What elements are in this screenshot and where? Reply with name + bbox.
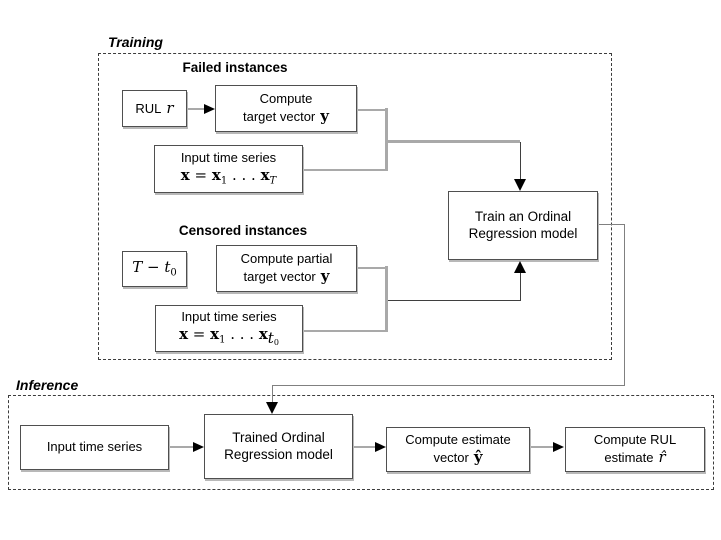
connector-input-censored-out xyxy=(303,330,387,332)
arrowhead-down-icon xyxy=(514,179,526,191)
node-text-line: Compute xyxy=(260,91,313,107)
rul-input-node: RUL r xyxy=(122,90,187,127)
node-text: Compute xyxy=(259,91,313,106)
node-text: Regression model xyxy=(468,225,578,241)
math-y-bold: y xyxy=(320,267,330,286)
node-text-line: Input time series xyxy=(181,150,276,166)
node-text: Trained Ordinal xyxy=(232,429,325,445)
connector-failed-to-train xyxy=(388,140,520,143)
connector-estimate-to-rul xyxy=(530,446,554,448)
connector-censored-train-rise xyxy=(520,273,521,301)
inference-section-label: Inference xyxy=(16,377,79,393)
connector-trained-to-estimate xyxy=(353,446,376,448)
connector-train-out-left xyxy=(272,385,625,386)
math-sub-t0: t0 xyxy=(268,329,279,347)
math-x-bold: x xyxy=(180,166,190,185)
math-dots: . . . xyxy=(227,166,261,185)
compute-partial-target-vector-node: Compute partial target vector y xyxy=(216,245,357,292)
inference-input-time-series-node: Input time series xyxy=(20,425,169,470)
math-sub-T: T xyxy=(269,175,277,187)
node-text: Train an Ordinal xyxy=(474,208,572,224)
math-T: T xyxy=(132,257,143,276)
math-sub-1: 1 xyxy=(220,175,228,187)
math-equals: = xyxy=(188,325,211,344)
connector-compute-partial-out xyxy=(357,267,387,269)
node-text: Compute partial xyxy=(240,251,333,266)
arrowhead-right-icon xyxy=(204,104,215,114)
math-dots: . . . xyxy=(225,325,259,344)
arrowhead-down-icon xyxy=(266,402,278,414)
inference-section-box xyxy=(8,395,714,490)
censored-instances-heading: Censored instances xyxy=(178,223,308,238)
math-subsub-0: 0 xyxy=(273,337,279,347)
math-equals: = xyxy=(189,166,212,185)
node-text: Input time series xyxy=(46,439,143,455)
node-text-line: target vector y xyxy=(244,267,330,286)
math-y-bold: y xyxy=(320,107,329,126)
connector-input-to-trained xyxy=(169,446,194,448)
connector-censored-to-train xyxy=(388,300,520,301)
math-r-hat: r̂ xyxy=(658,448,666,467)
arrowhead-right-icon xyxy=(193,442,204,452)
connector-train-out-right xyxy=(598,224,625,225)
connector-input-failed-out xyxy=(303,169,387,171)
math-y-hat-bold: ŷ xyxy=(473,448,483,467)
trained-ordinal-regression-node: Trained Ordinal Regression model xyxy=(204,414,353,479)
math-x-bold: x xyxy=(260,166,270,185)
node-text-line: Compute partial xyxy=(241,251,333,267)
input-time-series-censored-node: Input time series x = x1 . . . xt0 xyxy=(155,305,303,352)
math-x-bold: x xyxy=(211,166,221,185)
math-expression-censored: x = x1 . . . xt0 xyxy=(179,325,279,348)
connector-rul-to-compute xyxy=(187,108,206,110)
node-text: Regression model xyxy=(224,446,333,462)
compute-estimate-vector-node: Compute estimate vector ŷ xyxy=(386,427,530,472)
math-sub-1: 1 xyxy=(219,334,226,346)
node-text: target vector xyxy=(243,269,316,285)
math-r: r xyxy=(166,99,174,118)
rul-label-line: RUL r xyxy=(135,99,173,118)
math-t: t xyxy=(164,257,171,276)
node-text: vector xyxy=(433,450,469,466)
math-x-bold: x xyxy=(210,325,220,344)
connector-censored-merge-bar xyxy=(385,266,388,332)
node-text: Compute RUL xyxy=(593,432,677,447)
node-text: Input time series xyxy=(181,309,277,325)
math-x-bold: x xyxy=(258,325,268,344)
math-sub-t: t xyxy=(267,328,274,347)
arrowhead-right-icon xyxy=(375,442,386,452)
node-text-line: target vector y xyxy=(243,107,329,126)
compute-target-vector-node: Compute target vector y xyxy=(215,85,357,132)
connector-train-into-inference xyxy=(272,385,273,402)
math-minus: − xyxy=(142,257,165,276)
connector-failed-train-drop xyxy=(520,142,521,179)
arrowhead-right-icon xyxy=(553,442,564,452)
connector-compute-target-out xyxy=(356,109,387,111)
node-text: estimate xyxy=(604,450,654,466)
rul-text: RUL xyxy=(135,101,162,117)
failed-instances-heading: Failed instances xyxy=(182,60,288,75)
math-expression-horizon: T − t0 xyxy=(132,258,177,280)
math-expression-failed: x = x1 . . . xT xyxy=(181,166,276,188)
input-time-series-failed-node: Input time series x = x1 . . . xT xyxy=(154,145,303,193)
node-text: Compute estimate xyxy=(405,432,511,447)
node-text: Input time series xyxy=(180,149,277,165)
math-x-bold: x xyxy=(179,325,189,344)
training-section-label: Training xyxy=(108,34,163,50)
training-section-box xyxy=(98,53,612,360)
node-text: target vector xyxy=(243,109,316,125)
node-text-line: Input time series xyxy=(181,309,276,325)
compute-rul-estimate-node: Compute RUL estimate r̂ xyxy=(565,427,705,472)
arrowhead-up-icon xyxy=(514,261,526,273)
connector-train-out-down xyxy=(624,224,625,386)
connector-failed-merge-bar xyxy=(385,108,388,171)
train-ordinal-regression-node: Train an Ordinal Regression model xyxy=(448,191,598,260)
censoring-time-node: T − t0 xyxy=(122,251,187,287)
math-sub-0: 0 xyxy=(170,267,177,279)
